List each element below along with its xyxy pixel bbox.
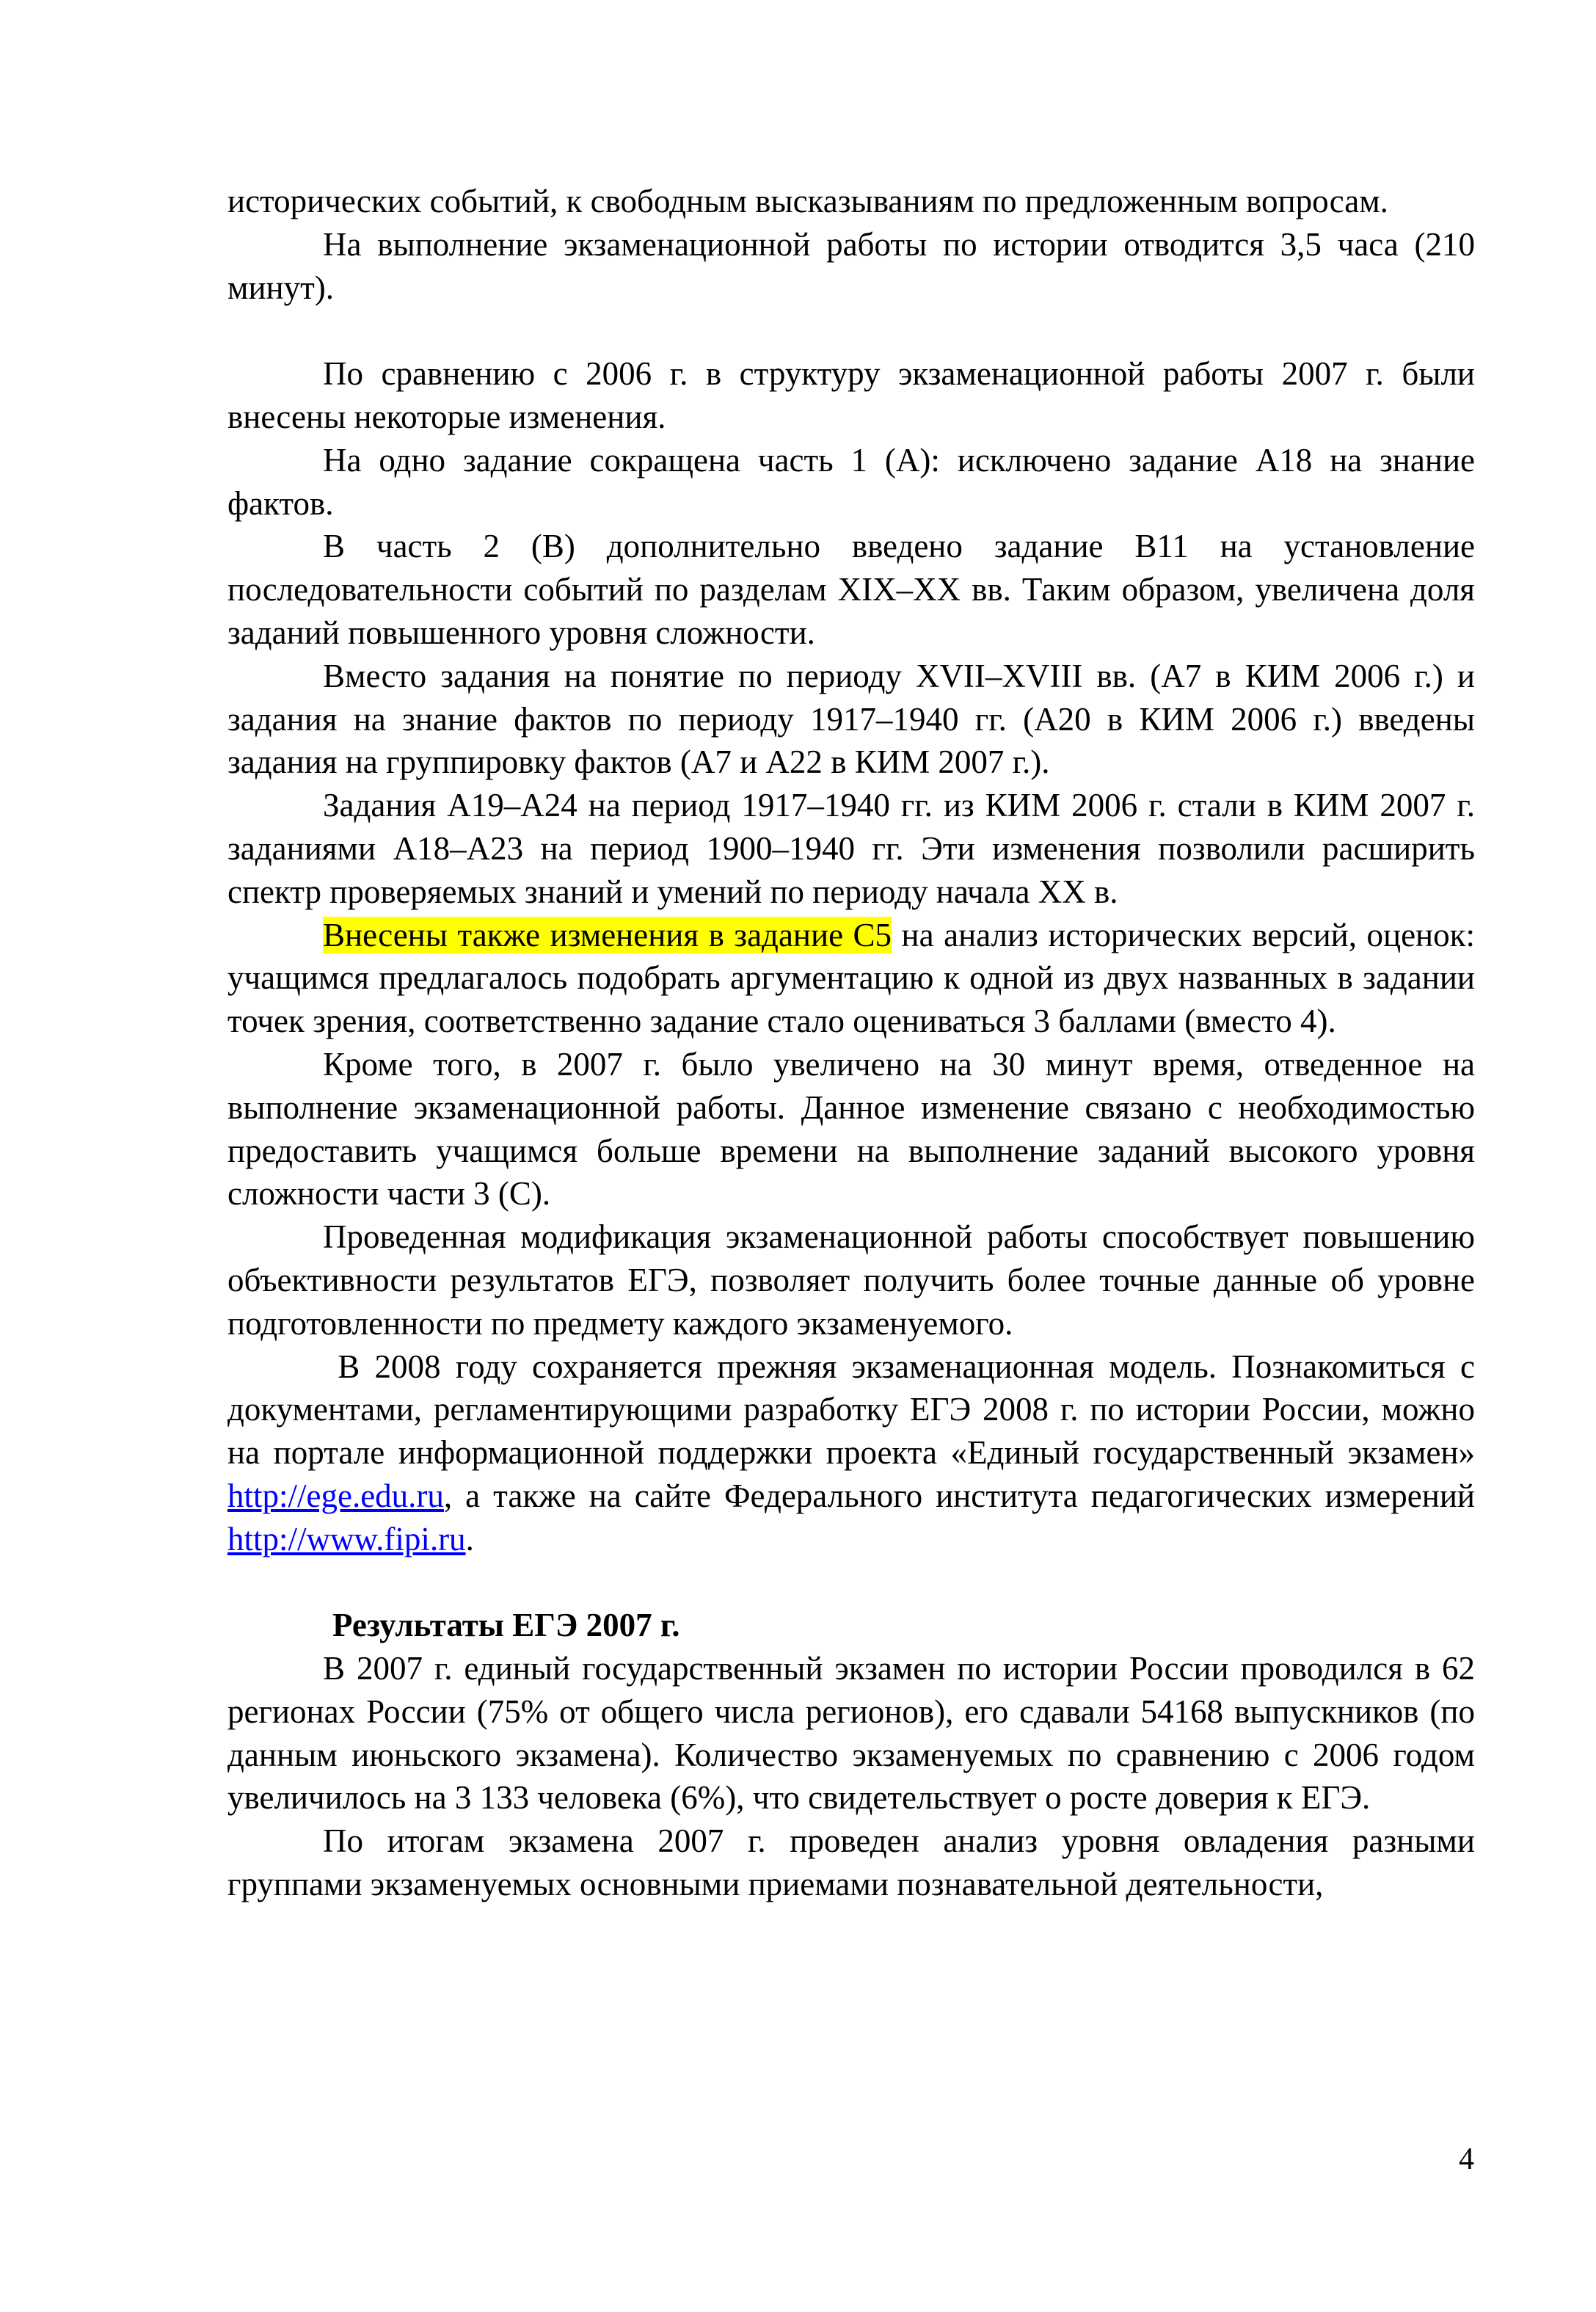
paragraph-text: , а также на сайте Федерального институт… — [443, 1477, 1492, 1514]
paragraph: Внесены также изменения в задание С5 на … — [227, 914, 1475, 1043]
paragraph: По сравнению с 2006 г. в структуру экзам… — [227, 355, 1475, 435]
blank-line — [227, 1561, 1475, 1604]
paragraph: В 2007 г. единый государственный экзамен… — [227, 1650, 1475, 1817]
paragraph-text: В 2008 году сохраняется прежняя экзамена… — [227, 1348, 1484, 1472]
paragraph: Проведенная модификация экзаменационной … — [227, 1218, 1475, 1342]
paragraph: Вместо задания на понятие по периоду XVI… — [227, 657, 1475, 781]
paragraph: Задания А19–А24 на период 1917–1940 гг. … — [227, 787, 1475, 910]
page-number: 4 — [1459, 2142, 1474, 2176]
paragraph: По итогам экзамена 2007 г. проведен анал… — [227, 1822, 1475, 1903]
document-page: исторических событий, к свободным высказ… — [227, 180, 1475, 1906]
paragraph-text: . — [465, 1520, 474, 1557]
section-heading: Результаты ЕГЭ 2007 г. — [332, 1607, 680, 1644]
highlighted-text: Внесены также изменения в задание С5 — [323, 916, 892, 953]
paragraph: В 2008 году сохраняется прежняя экзамена… — [227, 1345, 1475, 1561]
paragraph-text: на анализ исторических версий, оценок: у… — [227, 916, 1475, 1040]
paragraph: На одно задание сокращена часть 1 (А): и… — [227, 441, 1475, 522]
link-fipi[interactable]: http://www.fipi.ru — [227, 1520, 466, 1557]
paragraph: На выполнение экзаменационной работы по … — [227, 225, 1475, 306]
paragraph: исторических событий, к свободным высказ… — [227, 183, 1388, 219]
link-ege-edu[interactable]: http://ege.edu.ru — [227, 1477, 444, 1514]
blank-line — [227, 309, 1475, 352]
paragraph: Кроме того, в 2007 г. было увеличено на … — [227, 1045, 1475, 1213]
paragraph: В часть 2 (В) дополнительно введено зада… — [227, 528, 1475, 651]
